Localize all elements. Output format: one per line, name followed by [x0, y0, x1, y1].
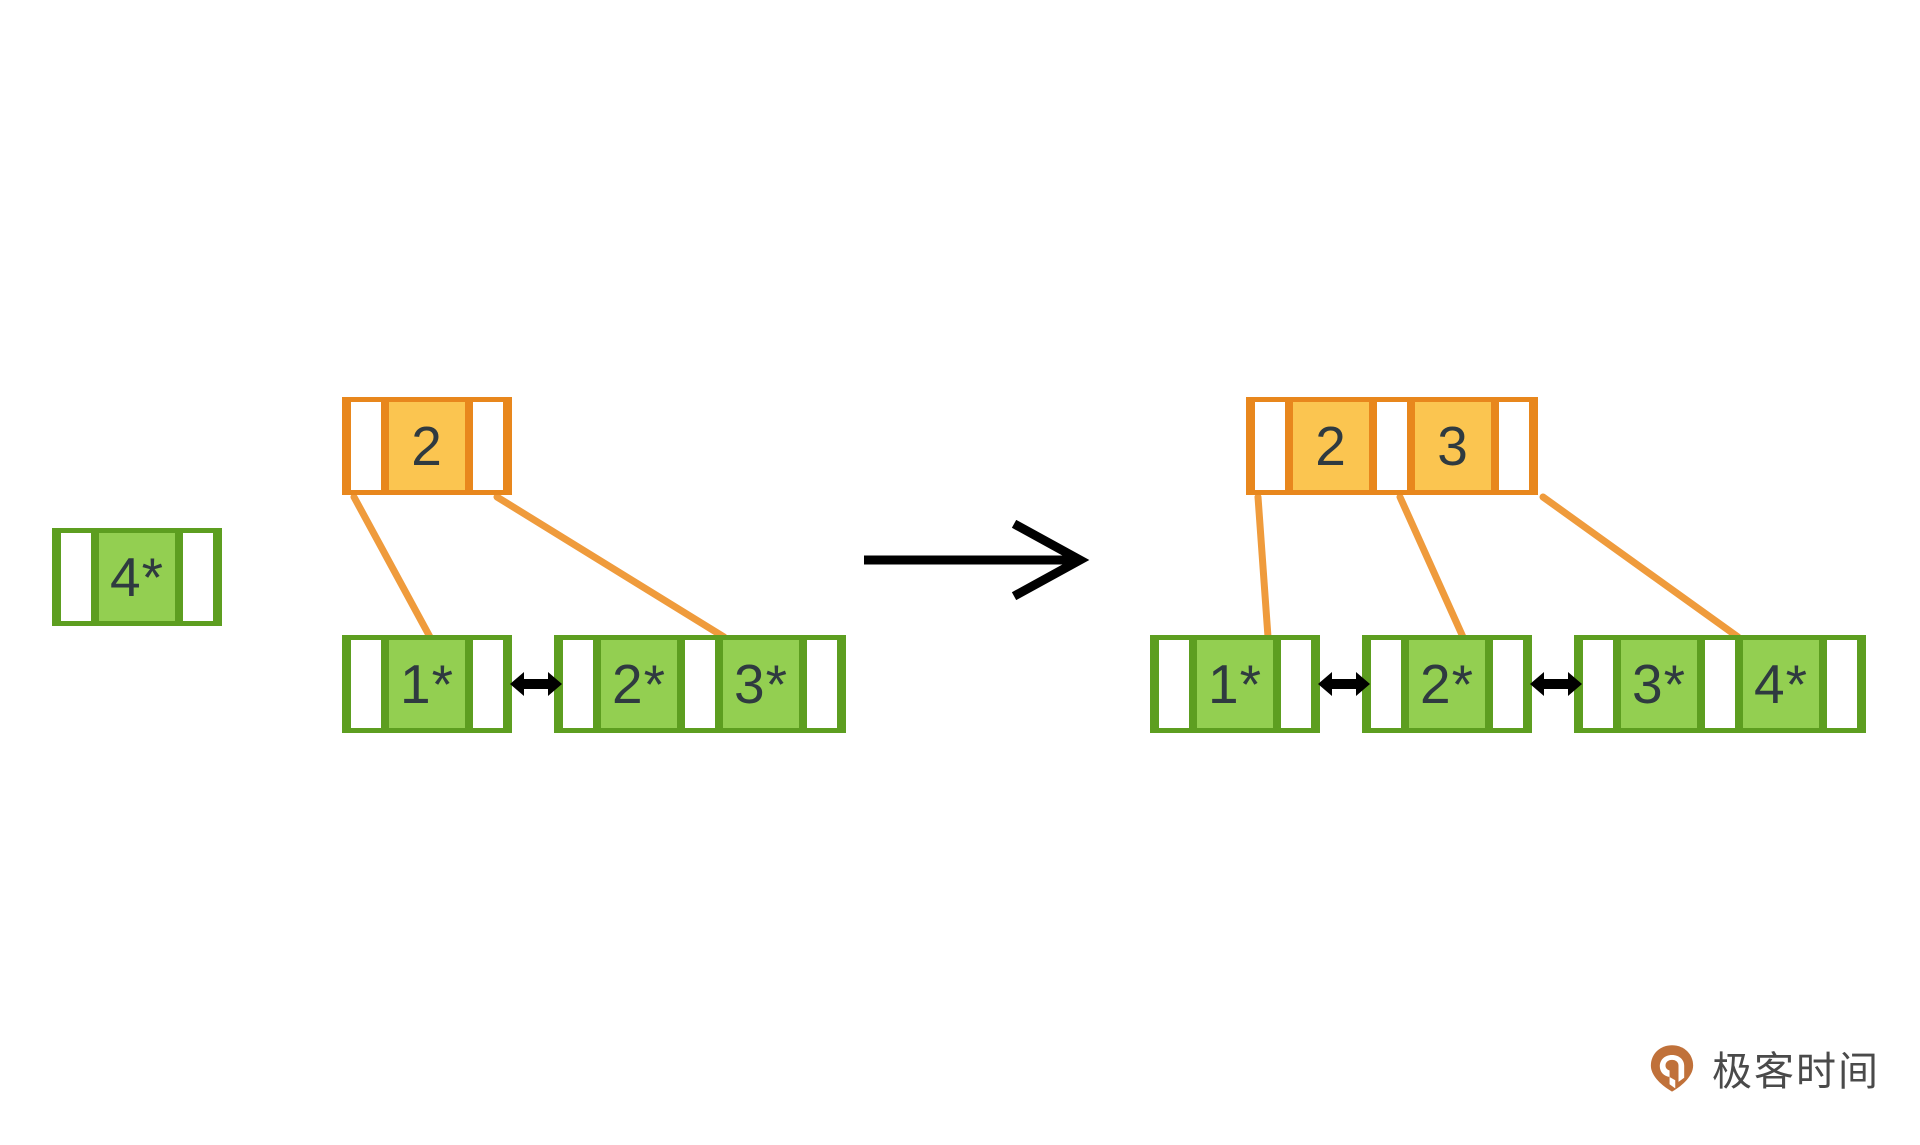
cell-pointer: [1277, 640, 1315, 728]
cell-pointer: [347, 402, 385, 490]
cell-key: 1*: [385, 640, 469, 728]
cell-pointer: [469, 640, 507, 728]
transform-arrow: [864, 520, 1090, 600]
after-internal-node[interactable]: 2 3: [1246, 397, 1538, 495]
geektime-logo-icon: [1650, 1045, 1694, 1092]
connector-before-1: [350, 493, 434, 641]
cell-pointer: [1579, 640, 1617, 728]
cell-pointer: [559, 640, 597, 728]
cell-pointer: [1701, 640, 1739, 728]
cell-pointer: [347, 640, 385, 728]
cell-key: 2: [385, 402, 469, 490]
cell-pointer: [57, 533, 95, 621]
cell-key: 3*: [1617, 640, 1701, 728]
cell-pointer: [1489, 640, 1527, 728]
after-leaf-node[interactable]: 1*: [1150, 635, 1320, 733]
before-leaf-node[interactable]: 1*: [342, 635, 512, 733]
cell-pointer: [179, 533, 217, 621]
after-leaf-node[interactable]: 2*: [1362, 635, 1532, 733]
connector-after-3: [1539, 493, 1742, 641]
brand-watermark: 极客时间: [1646, 1039, 1880, 1097]
cell-key: 4*: [1739, 640, 1823, 728]
inserted-entry-node[interactable]: 4*: [52, 528, 222, 626]
cell-key: 3*: [719, 640, 803, 728]
before-internal-node[interactable]: 2: [342, 397, 512, 495]
before-leaf-node[interactable]: 2* 3*: [554, 635, 846, 733]
cell-pointer: [803, 640, 841, 728]
connector-before-2: [493, 493, 728, 641]
after-leaf-node[interactable]: 3* 4*: [1574, 635, 1866, 733]
cell-pointer: [1251, 402, 1289, 490]
cell-pointer: [469, 402, 507, 490]
cell-pointer: [1823, 640, 1861, 728]
cell-pointer: [1495, 402, 1533, 490]
cell-key: 3: [1411, 402, 1495, 490]
cell-key: 2*: [1405, 640, 1489, 728]
cell-key: 2*: [597, 640, 681, 728]
connector-after-2: [1396, 493, 1467, 641]
connector-after-1: [1254, 493, 1272, 641]
cell-pointer: [1373, 402, 1411, 490]
cell-pointer: [1367, 640, 1405, 728]
cell-key: 4*: [95, 533, 179, 621]
cell-key: 1*: [1193, 640, 1277, 728]
brand-name: 极客时间: [1712, 1049, 1880, 1095]
cell-pointer: [1155, 640, 1193, 728]
cell-pointer: [681, 640, 719, 728]
cell-key: 2: [1289, 402, 1373, 490]
